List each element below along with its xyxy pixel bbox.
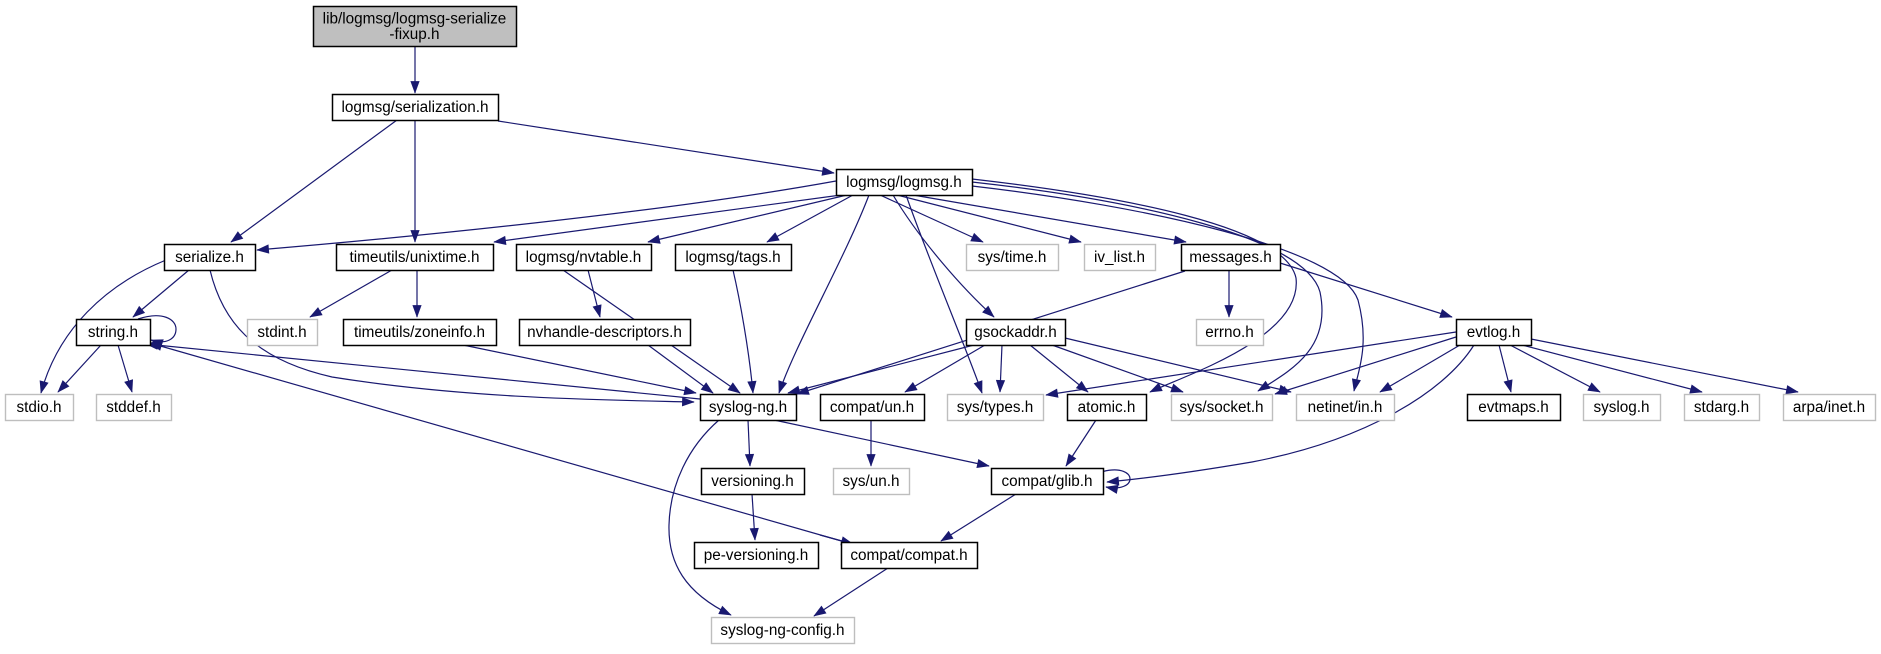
svg-text:syslog-ng-config.h: syslog-ng-config.h [720, 622, 844, 639]
svg-text:timeutils/zoneinfo.h: timeutils/zoneinfo.h [354, 324, 485, 341]
svg-text:iv_list.h: iv_list.h [1094, 249, 1145, 266]
svg-text:serialize.h: serialize.h [175, 249, 244, 266]
svg-text:syslog.h: syslog.h [1593, 399, 1649, 416]
svg-text:evtmaps.h: evtmaps.h [1478, 399, 1549, 416]
svg-text:logmsg/nvtable.h: logmsg/nvtable.h [526, 249, 642, 266]
svg-text:messages.h: messages.h [1189, 249, 1271, 266]
svg-text:arpa/inet.h: arpa/inet.h [1793, 399, 1865, 416]
svg-text:syslog-ng.h: syslog-ng.h [709, 399, 787, 416]
svg-text:nvhandle-descriptors.h: nvhandle-descriptors.h [527, 324, 682, 341]
svg-text:timeutils/unixtime.h: timeutils/unixtime.h [349, 249, 479, 266]
svg-text:compat/glib.h: compat/glib.h [1002, 473, 1093, 490]
svg-text:stdint.h: stdint.h [257, 324, 306, 341]
svg-text:netinet/in.h: netinet/in.h [1308, 399, 1383, 416]
svg-text:stdarg.h: stdarg.h [1694, 399, 1749, 416]
svg-text:versioning.h: versioning.h [711, 473, 793, 490]
svg-text:sys/types.h: sys/types.h [957, 399, 1034, 416]
svg-text:evtlog.h: evtlog.h [1467, 324, 1521, 341]
svg-text:errno.h: errno.h [1205, 324, 1253, 341]
svg-text:pe-versioning.h: pe-versioning.h [704, 547, 809, 564]
svg-text:sys/socket.h: sys/socket.h [1179, 399, 1263, 416]
svg-text:lib/logmsg/logmsg-serialize: lib/logmsg/logmsg-serialize [323, 10, 507, 27]
svg-text:stddef.h: stddef.h [106, 399, 160, 416]
svg-text:sys/un.h: sys/un.h [843, 473, 900, 490]
svg-text:stdio.h: stdio.h [16, 399, 61, 416]
svg-text:atomic.h: atomic.h [1078, 399, 1136, 416]
svg-text:logmsg/serialization.h: logmsg/serialization.h [341, 99, 488, 116]
svg-text:compat/compat.h: compat/compat.h [850, 547, 967, 564]
svg-text:-fixup.h: -fixup.h [389, 26, 439, 43]
svg-text:sys/time.h: sys/time.h [978, 249, 1047, 266]
svg-text:gsockaddr.h: gsockaddr.h [974, 324, 1057, 341]
svg-text:string.h: string.h [88, 324, 138, 341]
svg-text:compat/un.h: compat/un.h [830, 399, 914, 416]
svg-text:logmsg/logmsg.h: logmsg/logmsg.h [846, 174, 962, 191]
svg-text:logmsg/tags.h: logmsg/tags.h [685, 249, 780, 266]
